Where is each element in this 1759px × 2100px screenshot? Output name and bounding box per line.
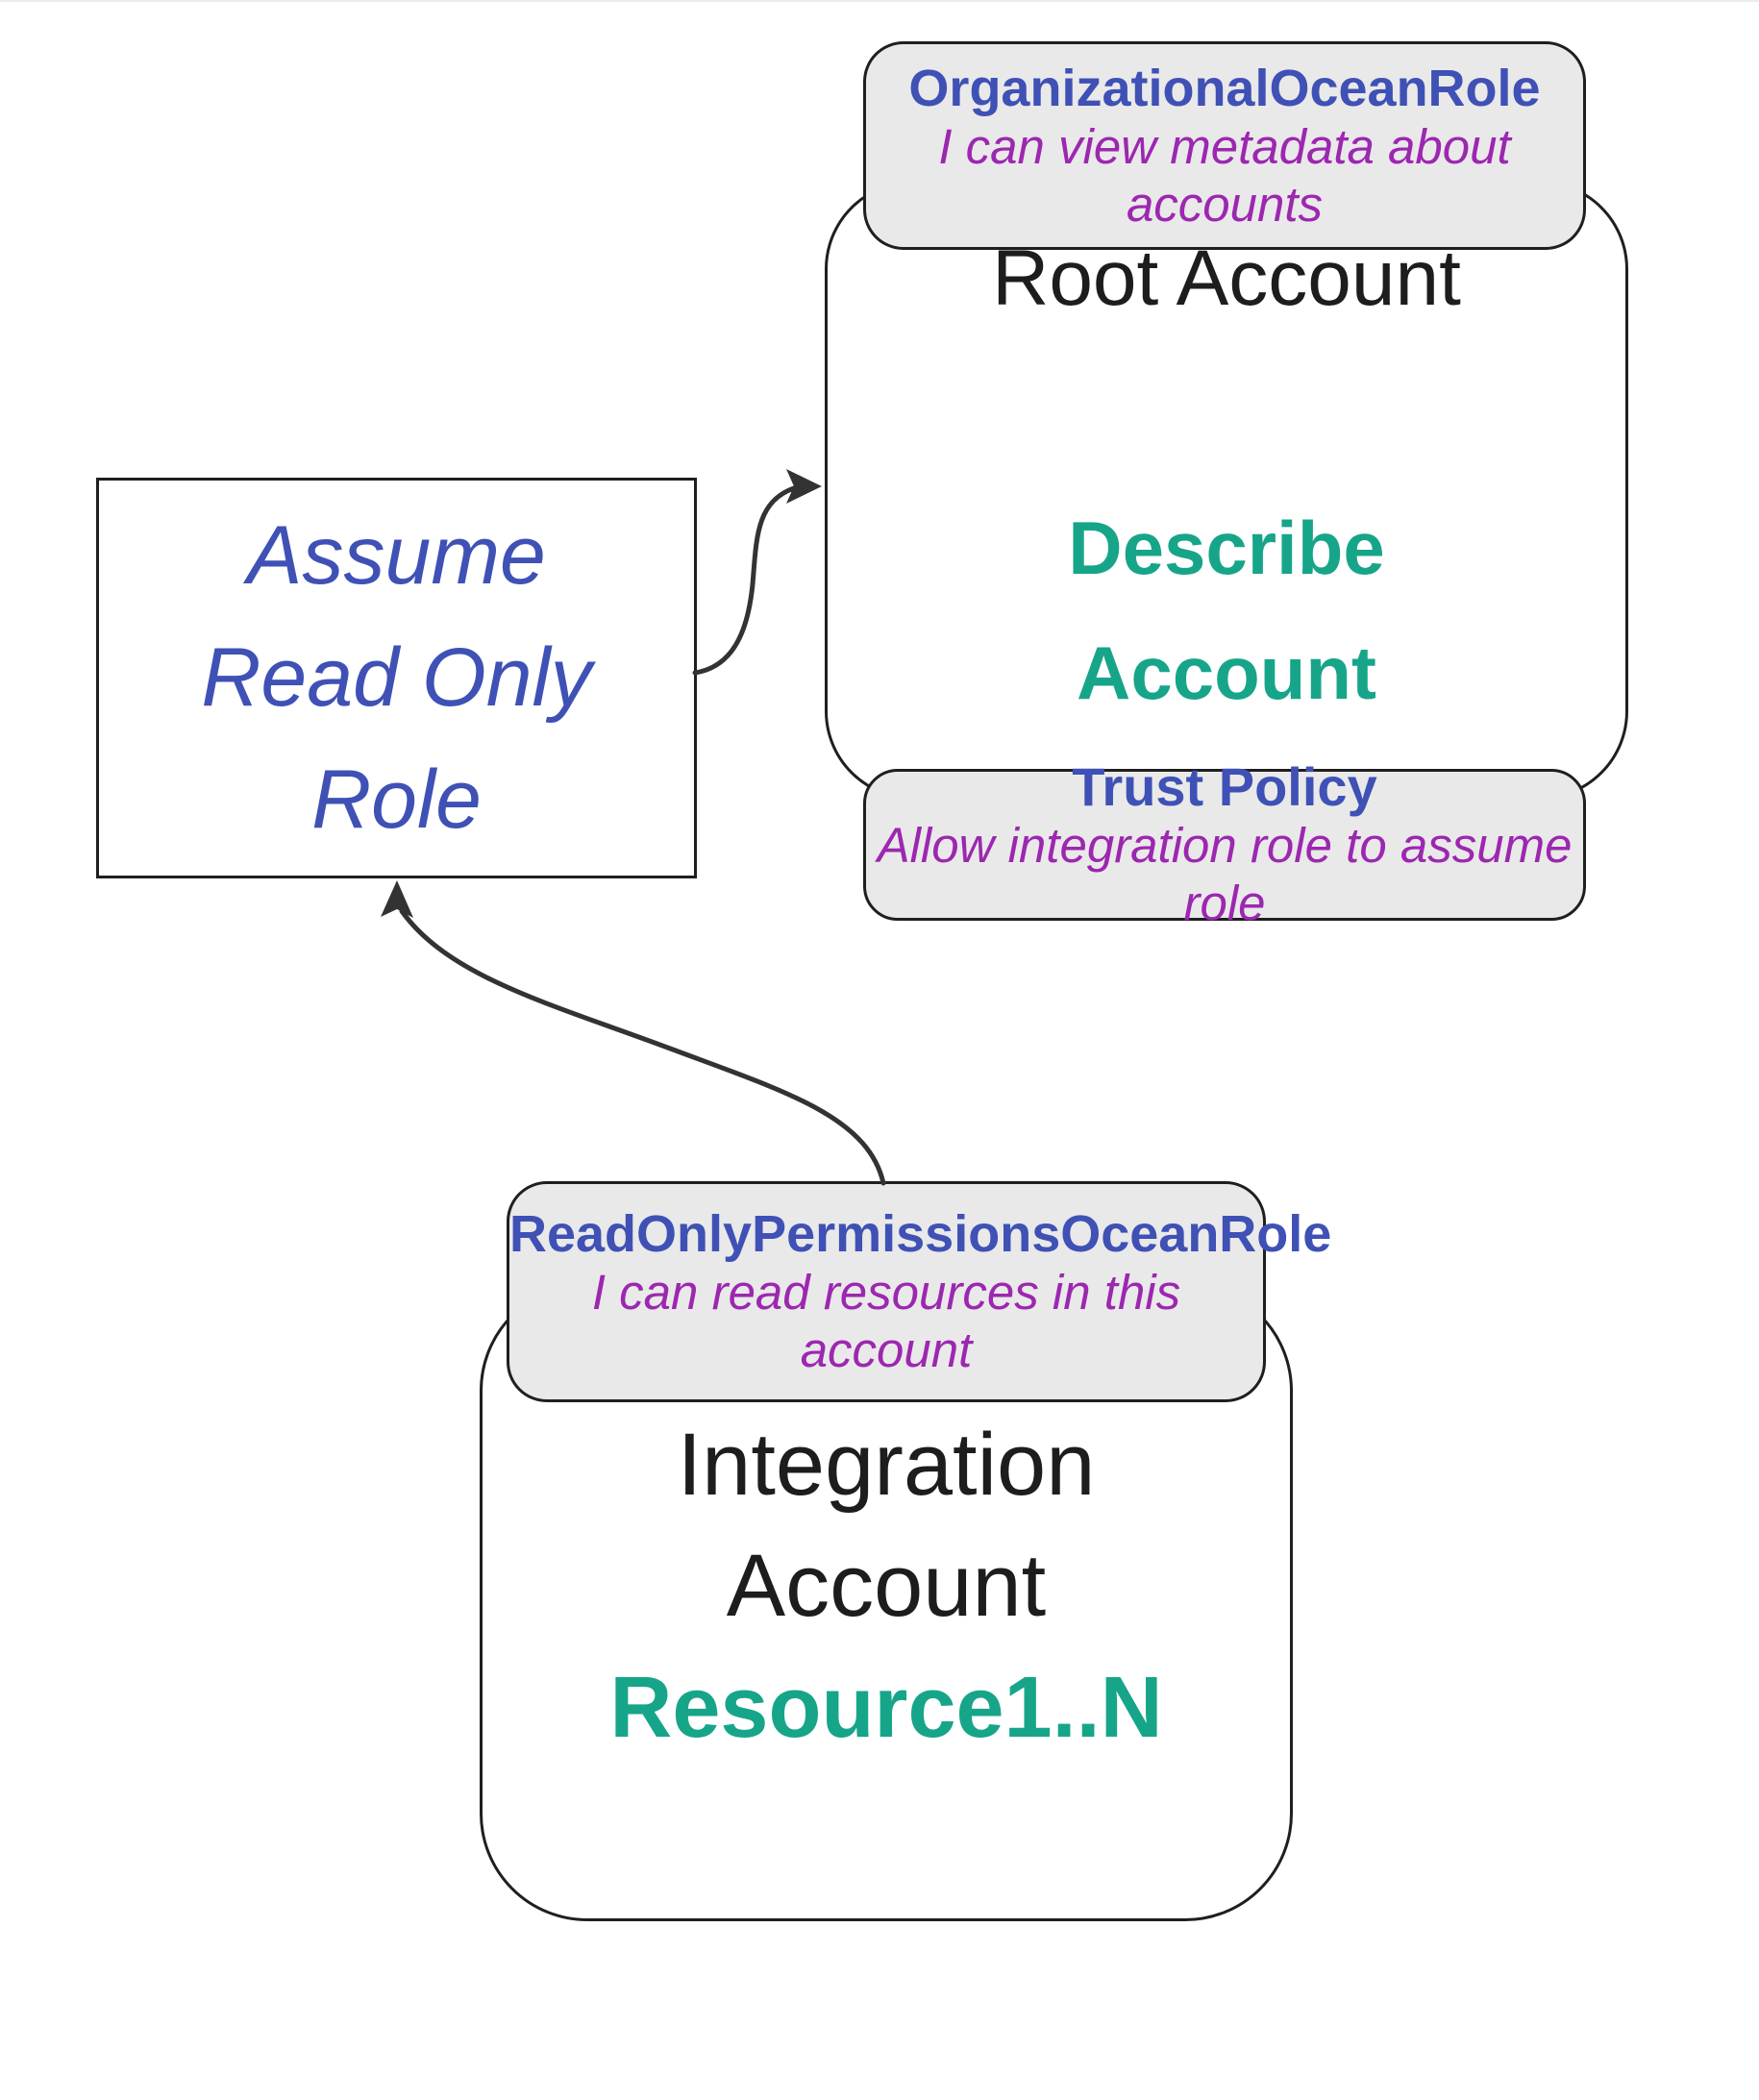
trust-policy-badge-title: Trust Policy	[1072, 756, 1377, 817]
integration-to-assume-arrow	[399, 908, 886, 1186]
describe-account-action: Describe Account	[825, 485, 1628, 735]
assume-role-line1: Assume	[247, 509, 546, 602]
describe-account-line2: Account	[1077, 630, 1376, 715]
root-account-box	[825, 181, 1628, 800]
describe-account-line1: Describe	[1068, 506, 1385, 590]
trust-policy-badge: Trust Policy Allow integration role to a…	[863, 757, 1586, 930]
readonly-role-badge: ReadOnlyPermissionsOceanRole I can read …	[507, 1181, 1332, 1402]
assume-to-root-arrow	[692, 485, 797, 676]
org-role-badge: OrganizationalOceanRole I can view metad…	[863, 41, 1586, 250]
integration-resources-label: Resource1..N	[609, 1660, 1163, 1756]
org-role-badge-title: OrganizationalOceanRole	[908, 59, 1541, 117]
assume-role-line2: Read Only	[201, 631, 592, 724]
integration-account-title-line1: Integration	[677, 1416, 1096, 1514]
org-role-badge-subtitle: I can view metadata about accounts	[938, 118, 1511, 232]
integration-account-title-line2: Account	[726, 1537, 1047, 1635]
trust-policy-badge-subtitle: Allow integration role to assume role	[877, 818, 1573, 930]
assume-read-only-role-box: Assume Read Only Role	[96, 478, 697, 878]
assume-role-line3: Role	[311, 754, 482, 846]
integration-account-title: Integration Account	[480, 1404, 1293, 1646]
top-edge-hairline	[0, 0, 1759, 2]
readonly-role-badge-subtitle: I can read resources in this account	[591, 1265, 1181, 1377]
assume-to-root-arrowhead	[786, 469, 822, 504]
integration-to-assume-arrowhead	[381, 880, 413, 918]
readonly-role-badge-title: ReadOnlyPermissionsOceanRole	[509, 1205, 1332, 1263]
